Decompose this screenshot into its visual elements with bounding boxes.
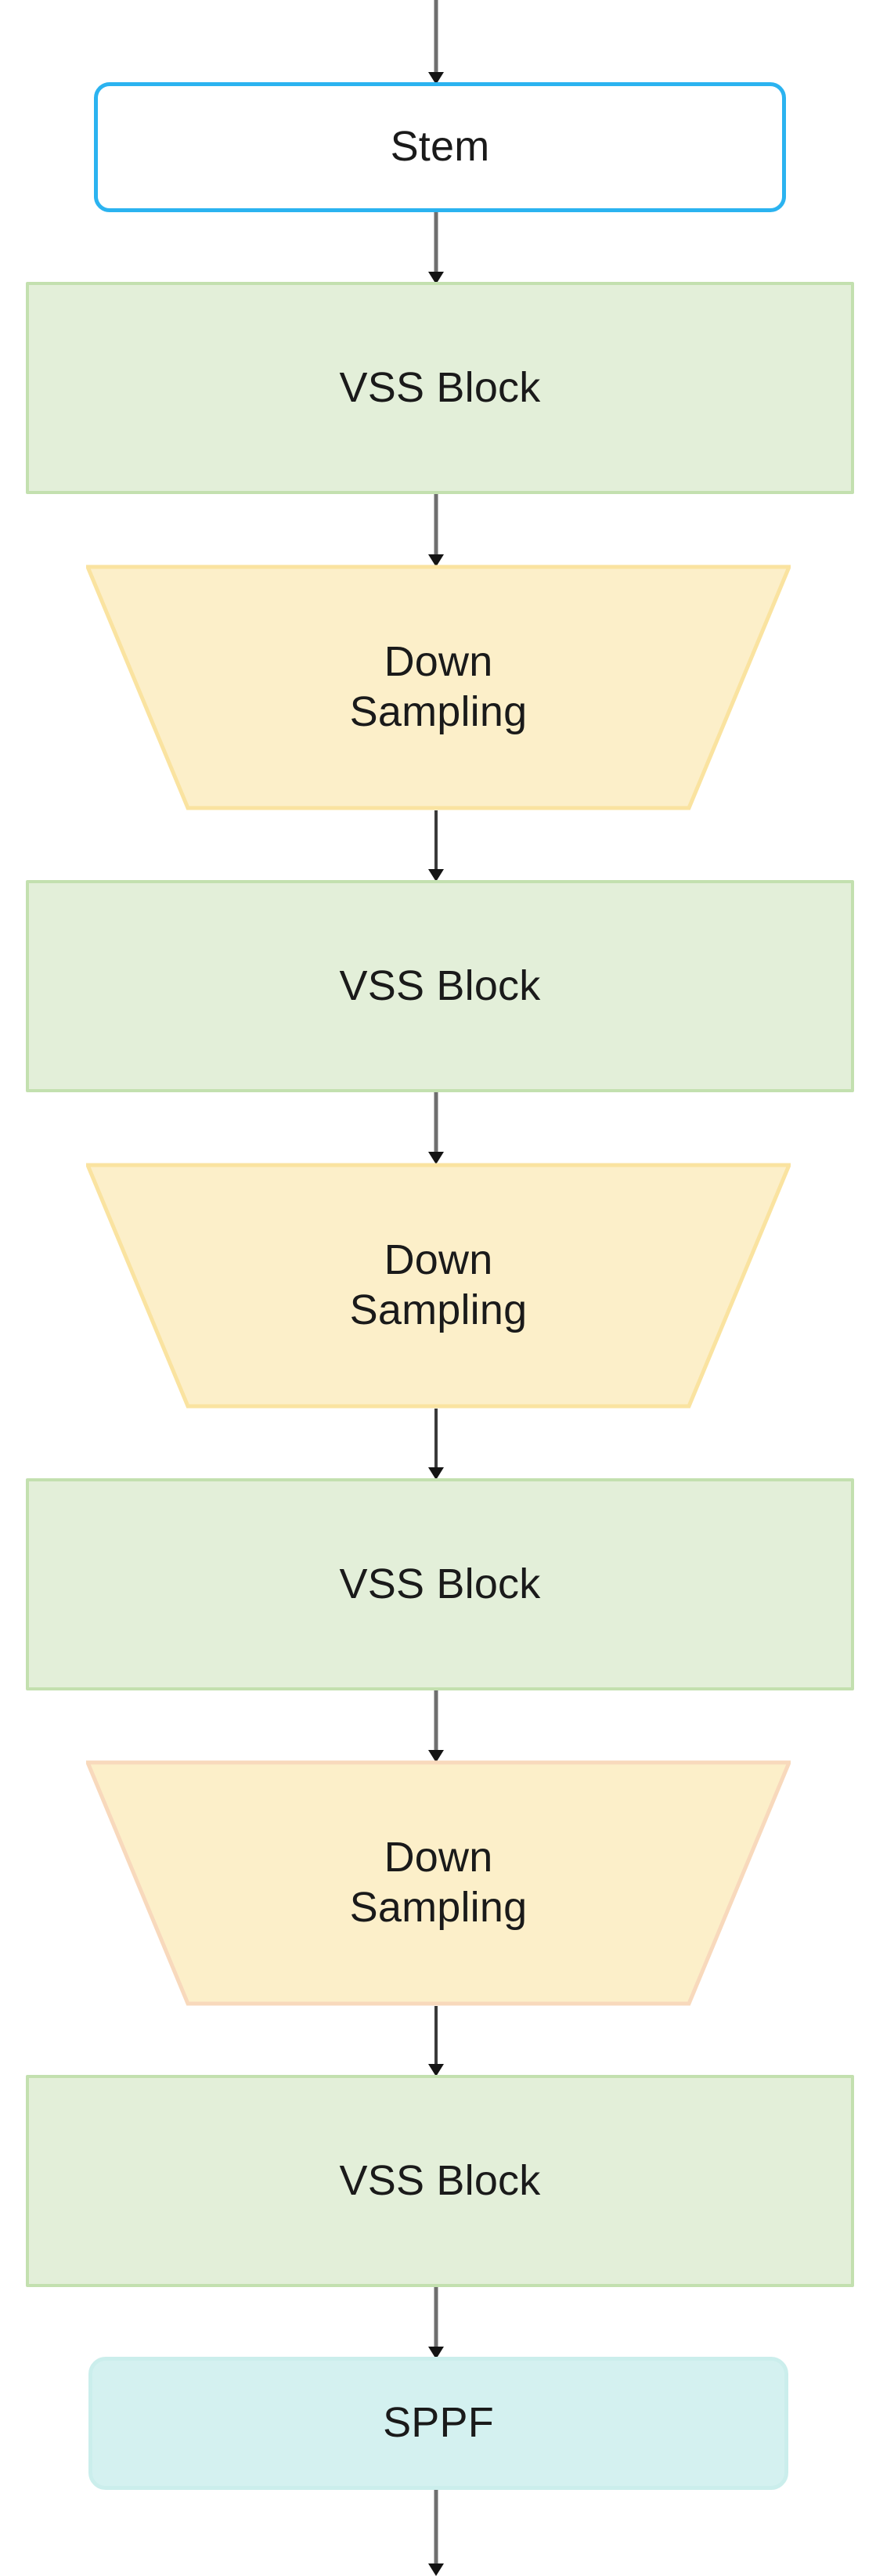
connector-line xyxy=(434,810,438,872)
arrowhead-icon xyxy=(428,869,444,882)
connector-line xyxy=(434,2490,438,2567)
node-vss-block-4[interactable]: VSS Block xyxy=(26,2075,854,2287)
node-label-vss-block-2: VSS Block xyxy=(339,961,541,1009)
arrowhead-icon xyxy=(428,1750,444,1762)
connector-line xyxy=(434,1690,438,1753)
trapezoid-shape xyxy=(86,565,791,810)
arrowhead-icon xyxy=(428,272,444,284)
connector-arrow xyxy=(420,2006,452,2076)
connector-arrow xyxy=(420,212,452,284)
arrowhead-icon xyxy=(428,72,444,85)
node-label-vss-block-3: VSS Block xyxy=(339,1560,541,1607)
connector-line xyxy=(434,1092,438,1155)
connector-line xyxy=(434,1409,438,1470)
node-label-down-sampling-2: Down Sampling xyxy=(349,1236,528,1333)
arrowhead-icon xyxy=(428,554,444,567)
node-label-sppf: SPPF xyxy=(383,2399,494,2447)
node-down-sampling-2[interactable]: Down Sampling xyxy=(86,1163,791,1409)
connector-line xyxy=(434,0,438,75)
arrowhead-icon xyxy=(428,2347,444,2359)
connector-arrow xyxy=(420,1690,452,1762)
node-vss-block-1[interactable]: VSS Block xyxy=(26,282,854,494)
connector-line xyxy=(434,2287,438,2350)
arrowhead-icon xyxy=(428,2064,444,2076)
node-sppf[interactable]: SPPF xyxy=(88,2357,788,2490)
arrowhead-icon xyxy=(428,1467,444,1480)
node-label-vss-block-4: VSS Block xyxy=(339,2156,541,2204)
node-vss-block-2[interactable]: VSS Block xyxy=(26,880,854,1092)
connector-arrow xyxy=(420,1409,452,1480)
node-vss-block-3[interactable]: VSS Block xyxy=(26,1478,854,1690)
node-stem[interactable]: Stem xyxy=(94,82,786,212)
arrowhead-icon xyxy=(428,2563,444,2576)
node-down-sampling-1[interactable]: Down Sampling xyxy=(86,565,791,810)
connector-arrow xyxy=(420,810,452,882)
node-label-vss-block-1: VSS Block xyxy=(339,363,541,411)
node-label-down-sampling-3: Down Sampling xyxy=(349,1834,528,1931)
node-label-down-sampling-1: Down Sampling xyxy=(349,638,528,735)
connector-arrow xyxy=(420,2287,452,2359)
connector-line xyxy=(434,212,438,275)
trapezoid-shape xyxy=(86,1163,791,1409)
connector-line xyxy=(434,494,438,557)
node-down-sampling-3[interactable]: Down Sampling xyxy=(86,1760,791,2006)
connector-arrow xyxy=(420,494,452,567)
node-label-stem: Stem xyxy=(390,123,490,171)
arrowhead-icon xyxy=(428,1152,444,1164)
connector-arrow xyxy=(420,1092,452,1164)
connector-arrow xyxy=(420,2490,452,2576)
connector-arrow xyxy=(420,0,452,85)
trapezoid-shape xyxy=(86,1760,791,2006)
connector-line xyxy=(434,2006,438,2067)
